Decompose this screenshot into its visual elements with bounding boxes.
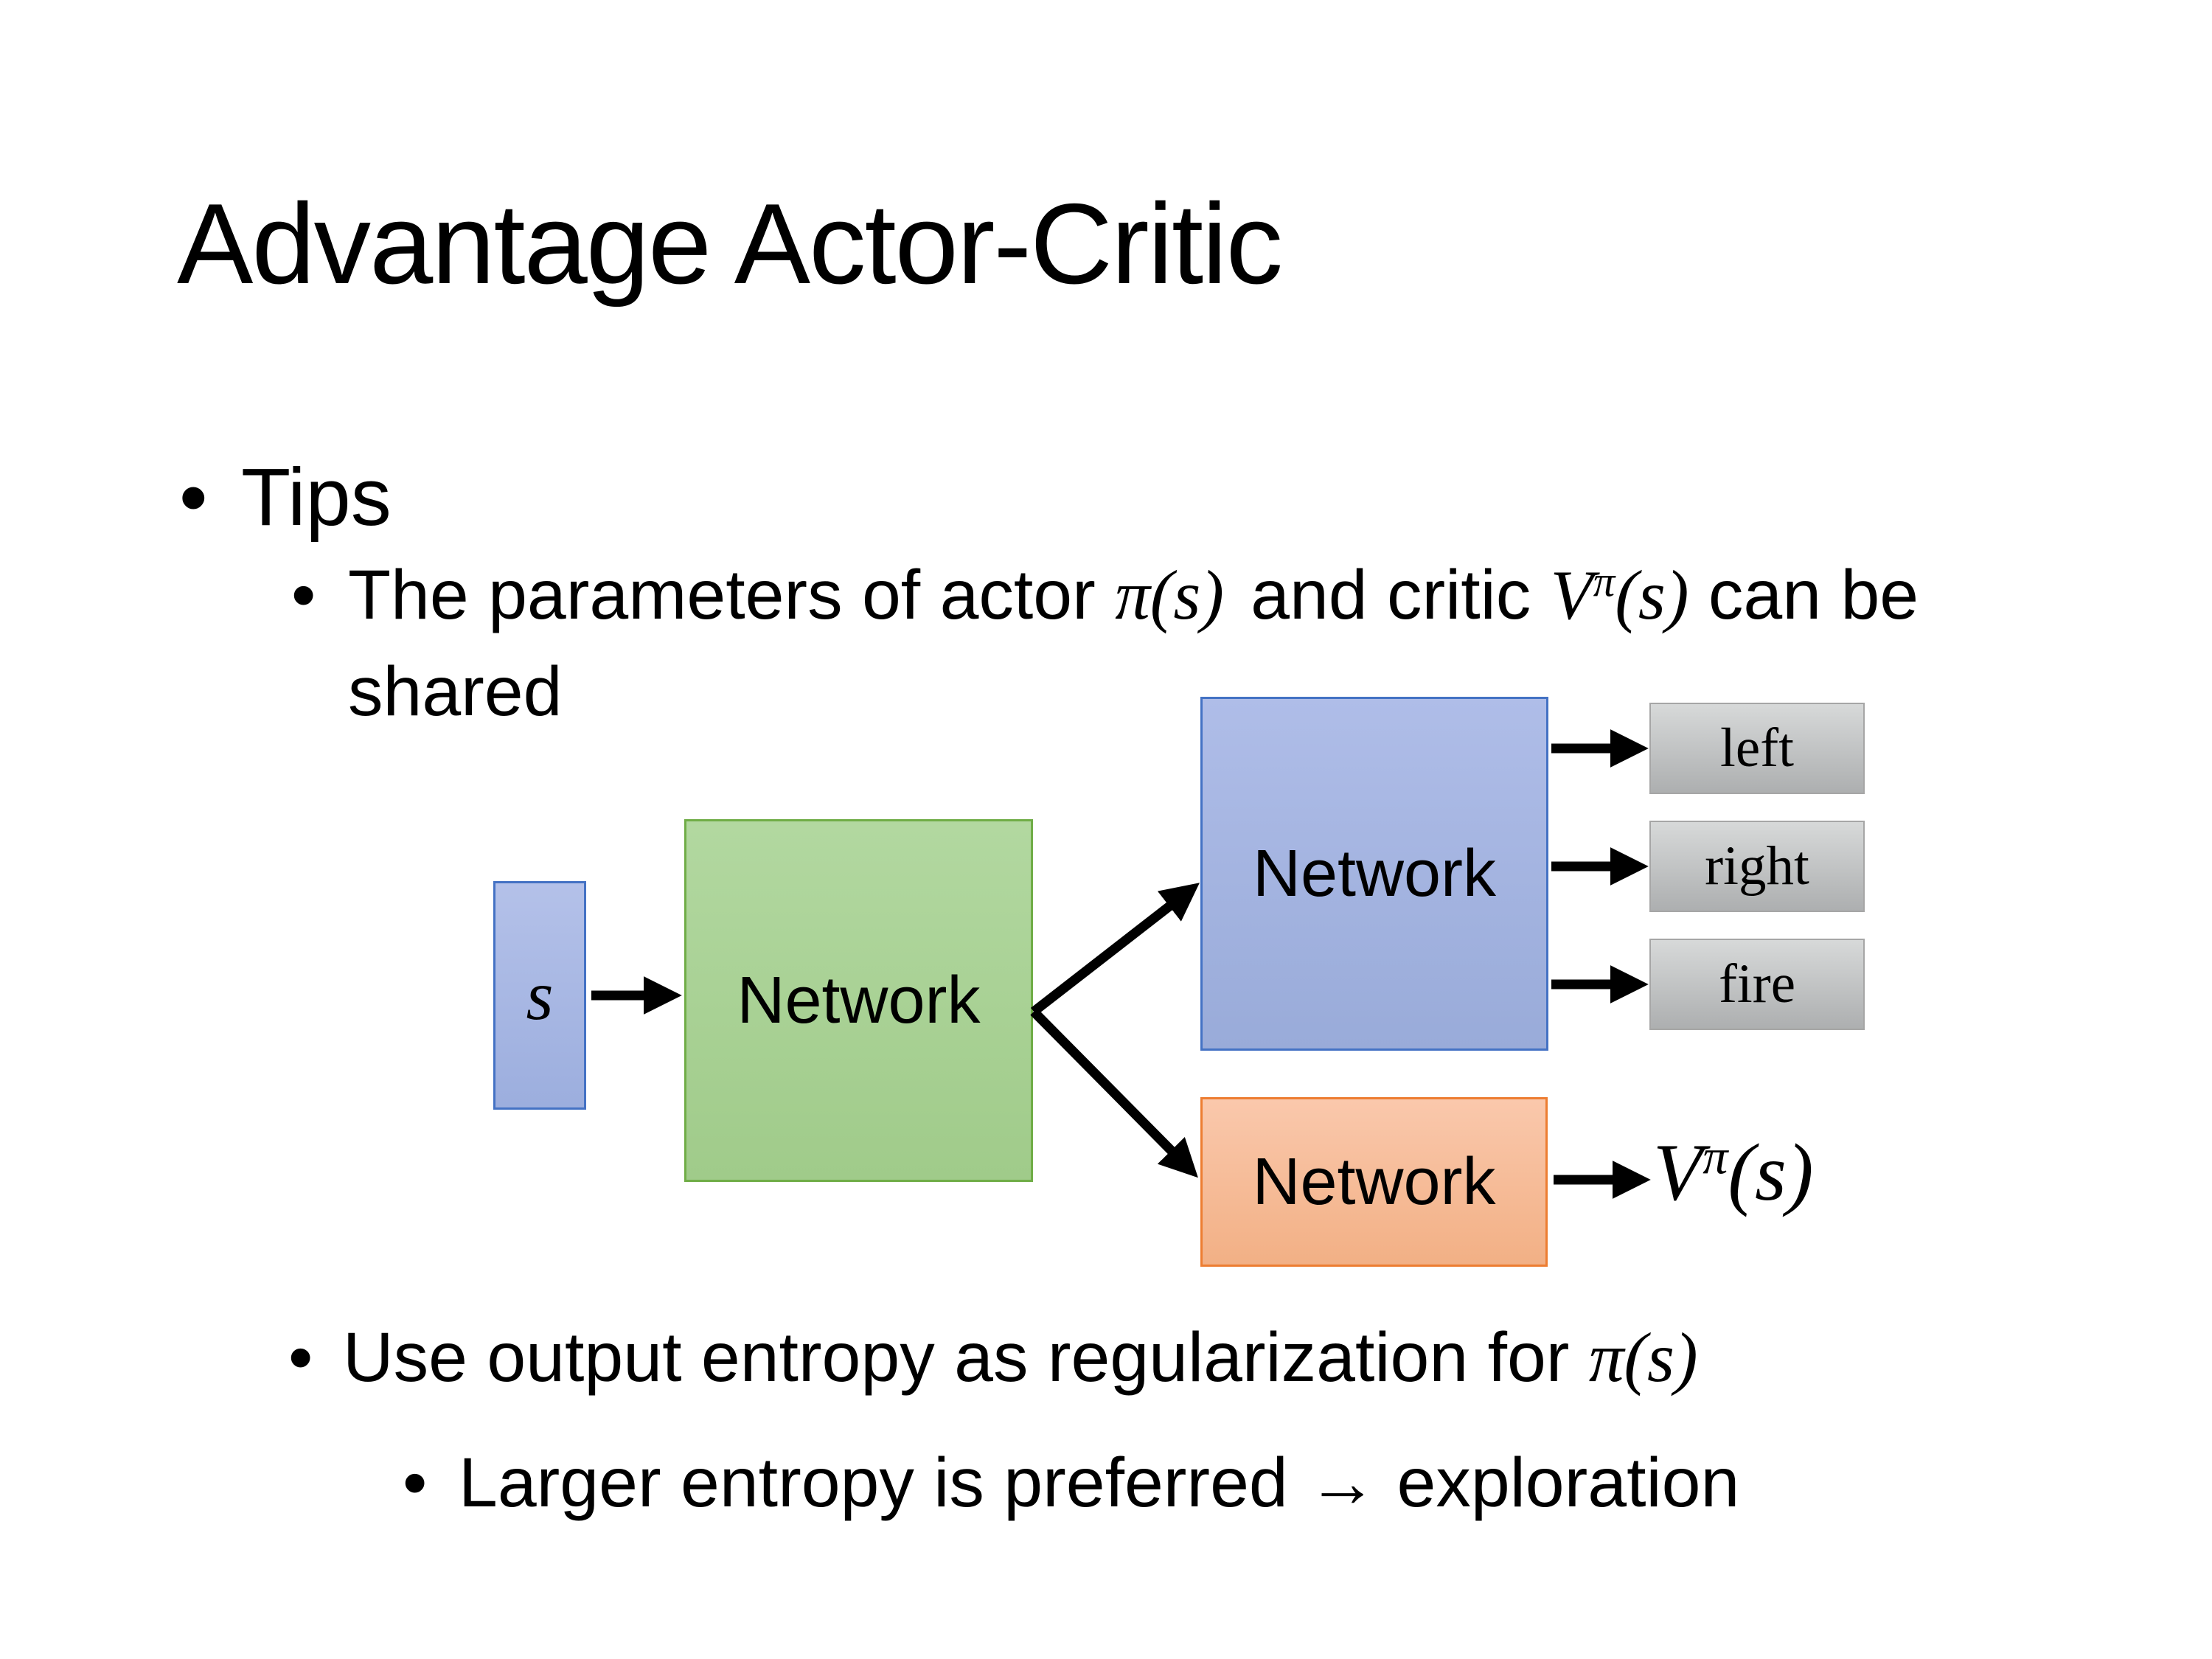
pi-superscript: π — [1703, 1128, 1728, 1185]
critic-pi-sup: π — [1593, 557, 1615, 606]
action-box-fire: fire — [1649, 939, 1865, 1030]
critic-network-box: Network — [1200, 1097, 1548, 1267]
critic-paren-s: (s) — [1615, 556, 1689, 634]
action-label-right: right — [1705, 835, 1809, 897]
bullet-glyph: • — [179, 452, 208, 543]
action-label-fire: fire — [1718, 953, 1796, 1015]
actor-network-label: Network — [1252, 836, 1497, 911]
paren-s: (s) — [1728, 1127, 1814, 1217]
parameters-line2: can be shared — [348, 556, 1919, 731]
bullet-tips: •Tips — [179, 457, 392, 538]
critic-v-math: V — [1550, 556, 1593, 634]
action-label-left: left — [1720, 717, 1794, 779]
entropy-pi-s-math: π(s) — [1588, 1318, 1698, 1397]
shared-network-label: Network — [737, 963, 981, 1037]
parameters-mid: and critic — [1251, 556, 1551, 634]
actor-pi-s-math: π(s) — [1115, 556, 1225, 634]
action-box-left: left — [1649, 703, 1865, 794]
tips-label: Tips — [241, 452, 392, 543]
critic-network-label: Network — [1252, 1144, 1496, 1219]
state-label: s — [526, 956, 554, 1034]
v-glyph: V — [1653, 1127, 1703, 1217]
bullet-larger-entropy: •Larger entropy is preferred → explorati… — [403, 1448, 1739, 1518]
parameters-text: The parameters of actor π(s) and critic V… — [291, 547, 2061, 740]
arrow-shared-to-actor — [1031, 883, 1200, 1016]
bullet-parameters: • The parameters of actor π(s) and critic… — [291, 547, 2061, 740]
bullet-glyph: • — [288, 1318, 313, 1397]
bullet-glyph: • — [403, 1444, 428, 1522]
larger-entropy-label: Larger entropy is preferred → exploratio… — [459, 1444, 1740, 1522]
arrow-shared-to-critic — [1030, 1008, 1198, 1178]
shared-network-box: Network — [684, 819, 1033, 1182]
entropy-pre: Use output entropy as regularization for — [343, 1318, 1589, 1397]
bullet-glyph: • — [291, 556, 316, 634]
bullet-entropy: •Use output entropy as regularization fo… — [288, 1323, 1698, 1393]
action-box-right: right — [1649, 821, 1865, 912]
actor-network-box: Network — [1200, 697, 1548, 1051]
parameters-pre: The parameters of actor — [348, 556, 1116, 634]
critic-output-label: Vπ(s) — [1653, 1128, 1813, 1213]
slide-title: Advantage Actor-Critic — [177, 180, 1283, 307]
state-input-box: s — [493, 881, 586, 1110]
